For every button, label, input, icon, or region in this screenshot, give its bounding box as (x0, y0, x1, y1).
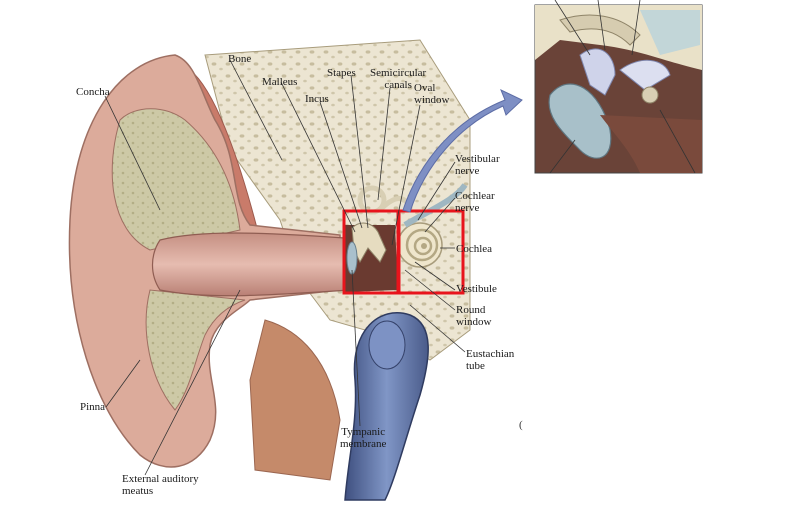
label-external-auditory-meatus: External auditory meatus (122, 473, 199, 497)
label-eustachian-line1: Eustachian (466, 348, 514, 360)
label-semicircular-line1: Semicircular (370, 67, 426, 79)
stray-mark: ( (519, 419, 523, 431)
label-eustachian-line2: tube (466, 360, 514, 372)
label-vestibule: Vestibule (456, 283, 497, 295)
label-external-line1: External auditory (122, 473, 199, 485)
tympanic-membrane-shape (347, 242, 357, 274)
label-pinna: Pinna (80, 401, 105, 413)
cochlea-spiral (398, 223, 442, 267)
label-eustachian-tube: Eustachian tube (466, 348, 514, 372)
label-stapes: Stapes (327, 67, 356, 79)
label-malleus: Malleus (262, 76, 297, 88)
label-vestibular-line1: Vestibular (455, 153, 500, 165)
lower-tissue (250, 320, 340, 480)
auditory-canal (153, 233, 351, 296)
label-external-line2: meatus (122, 485, 199, 497)
label-incus: Incus (305, 93, 329, 105)
label-round-window: Round window (456, 304, 491, 328)
inset-zoom-panel (535, 5, 702, 173)
label-round-line1: Round (456, 304, 491, 316)
label-cochlear-line1: Cochlear (455, 190, 495, 202)
label-cochlear-line2: nerve (455, 202, 495, 214)
label-cochlear-nerve: Cochlear nerve (455, 190, 495, 214)
label-oval-line2: window (414, 94, 449, 106)
label-oval-line1: Oval (414, 82, 449, 94)
label-tympanic-line1: Tympanic (340, 426, 386, 438)
label-tympanic-membrane: Tympanic membrane (340, 426, 386, 450)
label-round-line2: window (456, 316, 491, 328)
label-vestibular-line2: nerve (455, 165, 500, 177)
label-bone: Bone (228, 53, 251, 65)
label-vestibular-nerve: Vestibular nerve (455, 153, 500, 177)
label-tympanic-line2: membrane (340, 438, 386, 450)
label-cochlea: Cochlea (456, 243, 492, 255)
label-concha: Concha (76, 86, 110, 98)
label-oval-window: Oval window (414, 82, 449, 106)
